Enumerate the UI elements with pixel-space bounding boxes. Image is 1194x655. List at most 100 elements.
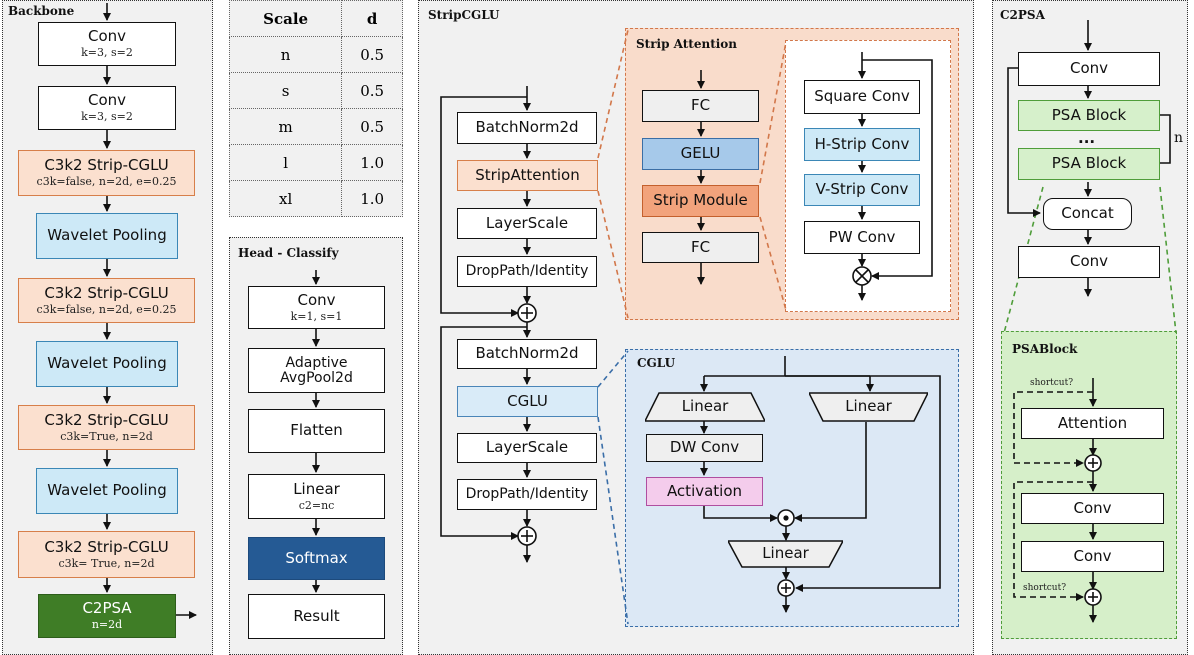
backbone-c3k2-3: C3k2 Strip-CGLU c3k=True, n=2d <box>18 405 195 450</box>
stripcglu-stripattention: StripAttention <box>457 160 598 191</box>
c2psa-title: C2PSA <box>1000 8 1045 22</box>
strip-module-h-strip-conv: H-Strip Conv <box>804 128 920 161</box>
stripcglu-title: StripCGLU <box>428 8 500 22</box>
block-label: Linear <box>293 479 340 498</box>
block-label: Strip Module <box>653 191 748 210</box>
backbone-c3k2-4: C3k2 Strip-CGLU c3k= True, n=2d <box>18 531 195 578</box>
stripcglu-layerscale-2: LayerScale <box>457 433 597 463</box>
block-label: DropPath/Identity <box>465 486 589 503</box>
block-label: PSA Block <box>1051 105 1127 124</box>
cglu-dw-conv: DW Conv <box>646 434 763 462</box>
block-label: Linear <box>762 544 809 563</box>
block-label: H-Strip Conv <box>814 134 910 153</box>
cglu-title: CGLU <box>637 356 676 370</box>
block-label: Attention <box>1057 413 1128 432</box>
block-params: c3k=false, n=2d, e=0.25 <box>36 302 177 316</box>
block-label: Linear <box>845 397 892 416</box>
c2psa-ellipsis: ... <box>1078 129 1096 147</box>
c2psa-psa-block-2: PSA Block <box>1018 148 1160 180</box>
c2psa-conv-1: Conv <box>1018 52 1160 86</box>
backbone-c3k2-2: C3k2 Strip-CGLU c3k=false, n=2d, e=0.25 <box>18 278 195 323</box>
scale-cell: xl <box>228 180 343 217</box>
block-label: Result <box>293 606 340 625</box>
c2psa-concat: Concat <box>1043 198 1132 230</box>
block-label: BatchNorm2d <box>475 118 579 137</box>
c2psa-repeat-label: n <box>1174 130 1184 146</box>
block-label: Conv <box>87 91 127 110</box>
scale-cell: l <box>228 144 343 181</box>
strip-attention-fc-2: FC <box>642 232 759 263</box>
cglu-linear-left: Linear <box>645 392 765 422</box>
block-label: DW Conv <box>669 438 740 457</box>
backbone-wavelet-pooling-1: Wavelet Pooling <box>36 213 178 259</box>
block-label: StripAttention <box>475 165 580 184</box>
block-label: Square Conv <box>814 87 910 106</box>
block-params: k=3, s=2 <box>81 46 133 60</box>
cglu-linear-right-shape <box>809 392 928 422</box>
strip-attention-gelu: GELU <box>642 138 759 170</box>
stripcglu-batchnorm-1: BatchNorm2d <box>457 112 597 144</box>
block-label: Linear <box>681 397 729 416</box>
block-label: Conv <box>297 290 336 309</box>
block-params: c3k=false, n=2d, e=0.25 <box>36 175 177 189</box>
block-label: PSA Block <box>1051 154 1127 173</box>
block-label: CGLU <box>507 391 548 410</box>
backbone-c3k2-1: C3k2 Strip-CGLU c3k=false, n=2d, e=0.25 <box>18 150 195 196</box>
stripcglu-batchnorm-2: BatchNorm2d <box>457 339 597 369</box>
psablock-shortcut-label-2: shortcut? <box>1023 583 1067 593</box>
psablock-conv-2: Conv <box>1021 541 1164 572</box>
d-cell: 0.5 <box>341 108 403 145</box>
head-softmax: Softmax <box>248 537 385 580</box>
block-params: k=1, s=1 <box>290 309 343 323</box>
strip-attention-title: Strip Attention <box>636 37 738 51</box>
block-label: Wavelet Pooling <box>47 226 167 245</box>
backbone-title: Backbone <box>8 4 75 18</box>
cglu-linear-right: Linear <box>809 392 928 422</box>
block-params: c3k= True, n=2d <box>58 556 155 570</box>
stripcglu-layerscale-1: LayerScale <box>457 208 597 239</box>
cglu-linear-left-shape <box>645 392 765 422</box>
head-adaptive-avgpool: Adaptive AvgPool2d <box>248 348 385 393</box>
d-header: d <box>341 0 403 37</box>
block-label: Conv <box>1073 498 1112 517</box>
d-cell: 0.5 <box>341 36 403 73</box>
block-label: FC <box>690 237 711 256</box>
cglu-activation: Activation <box>646 477 763 506</box>
cglu-linear-bottom-shape <box>728 540 843 568</box>
head-flatten: Flatten <box>248 409 385 453</box>
stripcglu-droppath-2: DropPath/Identity <box>457 479 597 510</box>
block-label: Activation <box>666 481 743 500</box>
head-title: Head - Classify <box>238 246 339 260</box>
block-label: Adaptive AvgPool2d <box>280 354 353 386</box>
block-label: Softmax <box>285 548 348 567</box>
head-linear: Linear c2=nc <box>248 474 385 519</box>
block-label: Conv <box>1073 546 1112 565</box>
backbone-conv-1: Conv k=3, s=2 <box>38 22 176 66</box>
block-params: k=3, s=2 <box>81 110 133 124</box>
block-label: C3k2 Strip-CGLU <box>44 156 169 175</box>
head-result: Result <box>248 594 385 639</box>
psablock-conv-1: Conv <box>1021 493 1164 524</box>
strip-module-pw-conv: PW Conv <box>804 221 920 254</box>
block-label: Conv <box>1069 59 1109 78</box>
c2psa-conv-2: Conv <box>1018 246 1160 278</box>
psablock-title: PSABlock <box>1012 342 1078 356</box>
backbone-conv-2: Conv k=3, s=2 <box>38 86 176 130</box>
block-label: C3k2 Strip-CGLU <box>44 537 169 556</box>
d-cell: 0.5 <box>341 72 403 109</box>
block-params: n=2d <box>91 618 123 632</box>
scale-cell: m <box>228 108 343 145</box>
backbone-wavelet-pooling-3: Wavelet Pooling <box>36 468 178 514</box>
block-label: C2PSA <box>82 599 132 618</box>
cglu-linear-bottom: Linear <box>728 540 843 568</box>
backbone-wavelet-pooling-2: Wavelet Pooling <box>36 341 178 387</box>
block-label: V-Strip Conv <box>815 180 909 199</box>
block-label: FC <box>690 96 711 115</box>
block-label: Wavelet Pooling <box>47 481 167 500</box>
block-label: Wavelet Pooling <box>47 354 167 373</box>
block-label: DropPath/Identity <box>465 263 589 280</box>
stripcglu-droppath-1: DropPath/Identity <box>457 256 597 287</box>
d-cell: 1.0 <box>341 180 403 217</box>
block-label: LayerScale <box>485 438 569 457</box>
